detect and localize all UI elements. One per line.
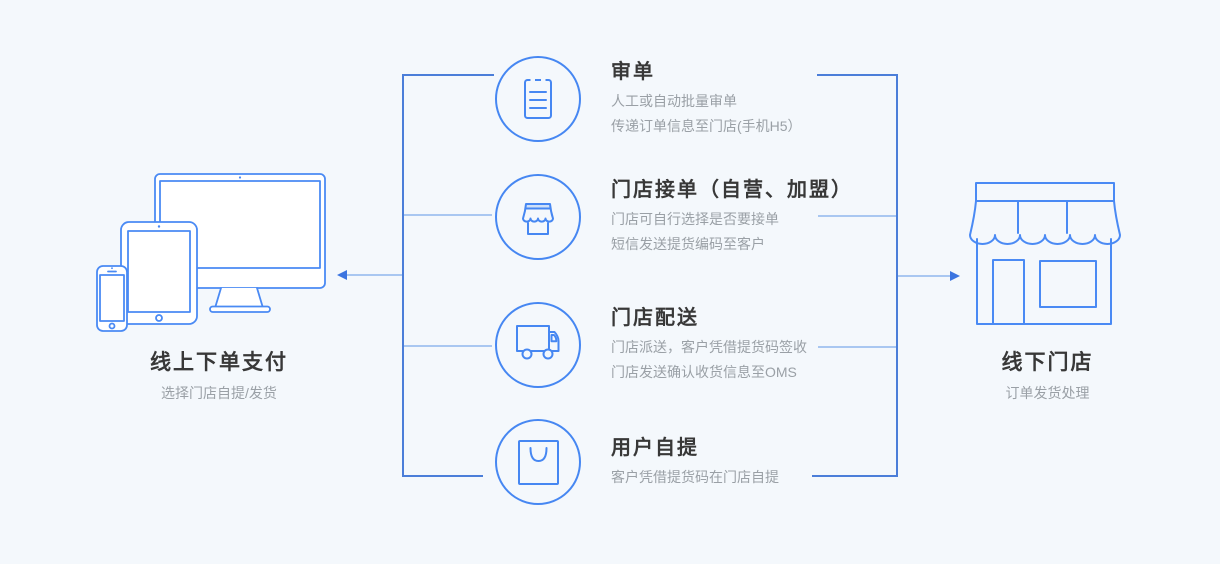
document-icon xyxy=(524,78,552,119)
step-desc-line: 门店派送，客户凭借提货码签收 xyxy=(611,339,807,355)
step-row: 门店接单（自营、加盟） 门店可自行选择是否要接单 短信发送提货编码至客户 xyxy=(495,173,915,261)
step-row: 审单 人工或自动批量审单 传递订单信息至门店(手机H5） xyxy=(495,55,915,143)
step-icon-circle xyxy=(495,419,581,505)
shopping-bag-icon xyxy=(518,440,559,485)
step-desc-line: 短信发送提货编码至客户 xyxy=(611,236,765,252)
right-node-subtitle: 订单发货处理 xyxy=(1005,385,1090,401)
phone-icon xyxy=(96,265,128,332)
right-node: 线下门店 订单发货处理 xyxy=(945,350,1150,403)
storefront-icon xyxy=(522,203,554,235)
left-node-title: 线上下单支付 xyxy=(150,351,288,374)
step-icon-circle xyxy=(495,56,581,142)
right-node-title: 线下门店 xyxy=(1001,351,1094,374)
truck-icon xyxy=(516,325,560,360)
left-bracket-stub-line xyxy=(404,214,492,216)
step-desc-line: 传递订单信息至门店(手机H5） xyxy=(611,118,802,134)
step-title: 审单 xyxy=(611,61,655,83)
store-illustration xyxy=(969,182,1121,325)
step-title: 门店接单（自营、加盟） xyxy=(611,179,853,201)
right-bracket-vertical-line xyxy=(896,75,898,477)
step-row: 门店配送 门店派送，客户凭借提货码签收 门店发送确认收货信息至OMS xyxy=(495,301,915,389)
right-bracket-bottom-line xyxy=(812,475,898,477)
left-arrow-shaft xyxy=(346,274,402,276)
right-arrow-head-icon xyxy=(950,271,960,281)
step-desc-line: 人工或自动批量审单 xyxy=(611,93,737,109)
step-desc-line: 门店可自行选择是否要接单 xyxy=(611,211,779,227)
right-arrow-shaft xyxy=(898,275,950,277)
step-row: 用户自提 客户凭借提货码在门店自提 xyxy=(495,418,915,506)
step-desc-line: 门店发送确认收货信息至OMS xyxy=(611,364,797,380)
right-bracket-stub-line xyxy=(818,215,896,217)
step-title: 用户自提 xyxy=(611,436,699,459)
left-node: 线上下单支付 选择门店自提/发货 xyxy=(88,350,350,403)
left-bracket-vertical-line xyxy=(402,75,404,477)
tablet-icon xyxy=(120,221,198,325)
left-bracket-stub-line xyxy=(404,345,492,347)
devices-illustration xyxy=(96,173,326,332)
step-desc-line: 客户凭借提货码在门店自提 xyxy=(611,468,779,485)
right-bracket-stub-line xyxy=(818,346,896,348)
left-bracket-top-line xyxy=(402,74,494,76)
right-bracket-top-line xyxy=(817,74,898,76)
left-arrow-head-icon xyxy=(337,270,347,280)
step-icon-circle xyxy=(495,302,581,388)
left-bracket-bottom-line xyxy=(402,475,483,477)
step-icon-circle xyxy=(495,174,581,260)
left-node-subtitle: 选择门店自提/发货 xyxy=(161,385,277,401)
step-title: 门店配送 xyxy=(611,307,699,329)
